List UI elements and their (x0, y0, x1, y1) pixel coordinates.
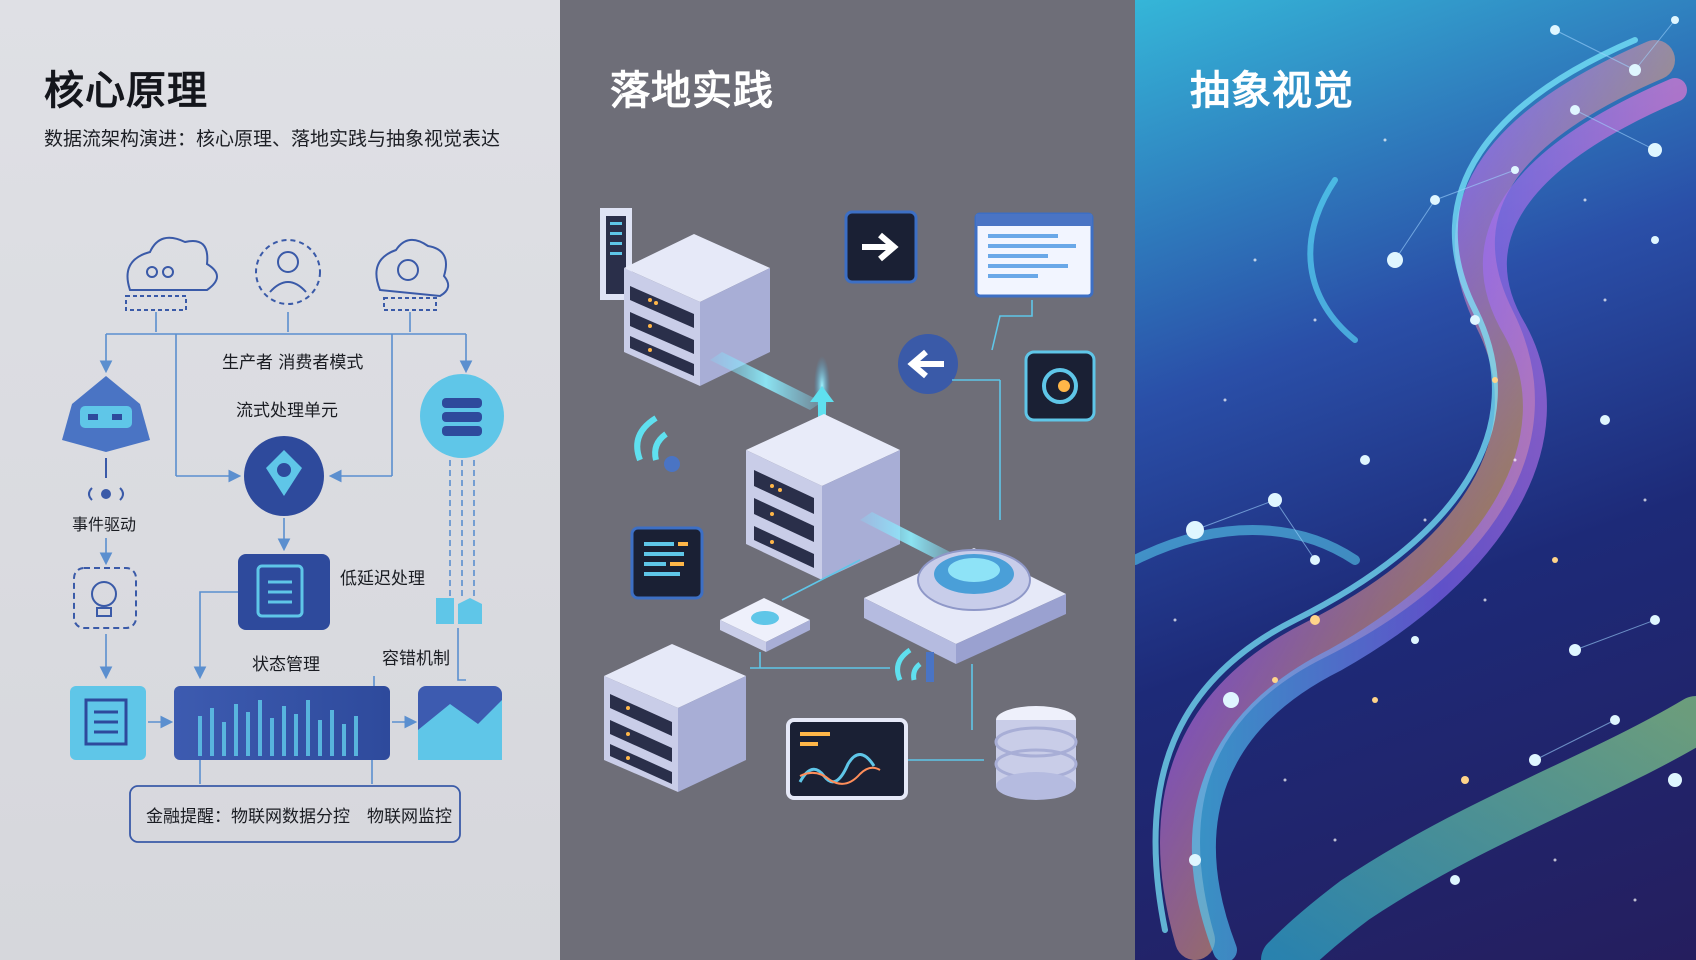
panel-subtitle: 数据流架构演进：核心原理、落地实践与抽象视觉表达 (44, 128, 501, 150)
panel-core-principles: 核心原理 数据流架构演进：核心原理、落地实践与抽象视觉表达 (0, 0, 560, 960)
top-connectors (99, 312, 473, 483)
central-server (746, 356, 900, 580)
star-dust (1173, 138, 1647, 902)
hub-device (864, 548, 1066, 664)
bulb-icon (73, 567, 137, 629)
label-event-driven: 事件驱动 (72, 515, 136, 534)
label-producer-consumer: 生产者 消费者模式 (222, 353, 363, 373)
principles-diagram: 生产者 消费者模式 流式处理单元 (62, 236, 504, 843)
router-device-icon (720, 598, 810, 652)
abstract-flow-art (1135, 16, 1696, 960)
analytics-tablet-icon (786, 718, 908, 800)
panel-implementation: 落地实践 (560, 0, 1135, 960)
label-state-management: 状态管理 (252, 655, 320, 675)
chatbot-icon (62, 376, 150, 452)
isometric-infrastructure (600, 208, 1096, 800)
amber-sparks (1272, 377, 1558, 784)
data-beam-1 (710, 352, 822, 410)
document-icon (70, 686, 146, 760)
data-beam-2 (860, 512, 962, 566)
panel-title-implementation: 落地实践 (610, 68, 774, 114)
queue-list-icon (420, 374, 504, 458)
arrow-right-tile-icon (844, 210, 918, 284)
dashed-connectors (449, 460, 475, 596)
event-signal-icon (88, 458, 124, 501)
label-scenarios: 金融提醒：物联网数据分控 物联网监控 (146, 807, 452, 827)
map-tile-icon (418, 686, 502, 760)
code-editor-tile-icon (630, 526, 704, 600)
network-lines (1194, 19, 1676, 761)
database-icon (994, 706, 1078, 800)
monitor-window-icon (974, 212, 1094, 298)
flow-ribbons (1135, 37, 1696, 960)
bottom-connectors (199, 760, 373, 784)
label-fault-tolerance: 容错机制 (382, 649, 450, 669)
consumer-user-icon (255, 239, 321, 305)
stream-unit-icon (244, 436, 324, 516)
server-stack-top (624, 234, 770, 386)
shield-check-icon (436, 598, 482, 624)
panel-abstract-visual: 抽象视觉 (1135, 0, 1696, 960)
label-stream-unit: 流式处理单元 (236, 401, 338, 421)
consumer-headset-icon (375, 239, 450, 311)
label-low-latency: 低延迟处理 (340, 569, 425, 589)
wifi-signal-icon (634, 415, 680, 472)
server-stack-bottom (604, 644, 746, 792)
glowing-nodes (1186, 16, 1682, 885)
wifi-signal-small-icon (895, 647, 934, 682)
state-bar-chart (174, 686, 390, 760)
speed-tile-icon (1024, 350, 1096, 422)
panel-title-abstract: 抽象视觉 (1190, 68, 1354, 114)
panel-title-core: 核心原理 (44, 68, 208, 114)
producer-cloud-icon (125, 236, 218, 311)
scenarios-box (129, 785, 461, 843)
clipboard-icon (238, 554, 330, 630)
arrow-left-circle-icon (898, 334, 958, 394)
